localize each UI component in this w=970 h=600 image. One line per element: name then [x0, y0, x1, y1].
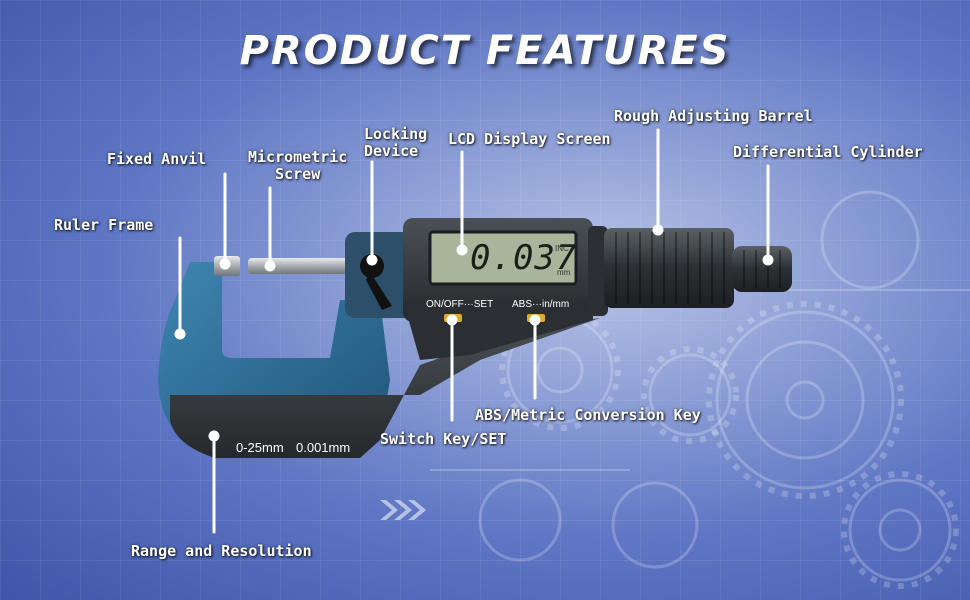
frame-range: 0-25mm — [236, 440, 284, 455]
lcd-reading: 0.037 — [470, 238, 578, 278]
lcd-unit-inc: INC — [555, 244, 569, 253]
gear-icon — [785, 380, 825, 420]
gear-icon — [715, 310, 895, 490]
gear-icon — [536, 346, 584, 394]
lcd-display — [428, 230, 578, 286]
locking-device — [360, 254, 384, 278]
gear-icon — [478, 478, 562, 562]
gear-icon — [820, 190, 920, 290]
button-right-label: ABS···in/mm — [512, 299, 570, 310]
gear-icon — [878, 508, 922, 552]
label-switch-key-set: Switch Key/SET — [380, 430, 507, 448]
micrometric-screw — [248, 258, 358, 274]
label-fixed-anvil: Fixed Anvil — [107, 150, 207, 168]
differential-cylinder — [732, 246, 792, 292]
label-ruler-frame: Ruler Frame — [54, 216, 154, 234]
lcd-unit-mm: mm — [557, 268, 571, 277]
gear-icon — [745, 340, 865, 460]
label-rough-adjusting-barrel: Rough Adjusting Barrel — [614, 107, 813, 125]
frame-body — [170, 318, 600, 458]
gear-icon — [848, 478, 952, 582]
page-title: PRODUCT FEATURES — [239, 28, 731, 74]
button-left-label: ON/OFF···SET — [426, 299, 494, 310]
label-locking-device: Locking Device — [364, 125, 428, 160]
frame-resolution: 0.001mm — [296, 440, 351, 455]
label-abs-metric-conversion-key: ABS/Metric Conversion Key — [475, 406, 701, 424]
gear-icon — [611, 481, 699, 569]
gear-icon — [648, 353, 732, 437]
rough-adjusting-barrel — [604, 228, 734, 308]
label-range-and-resolution: Range and Resolution — [131, 542, 312, 560]
label-differential-cylinder: Differential Cylinder — [733, 143, 923, 161]
label-lcd-display-screen: LCD Display Screen — [448, 130, 611, 148]
label-micrometric-screw: Micrometric Screw — [248, 148, 348, 183]
